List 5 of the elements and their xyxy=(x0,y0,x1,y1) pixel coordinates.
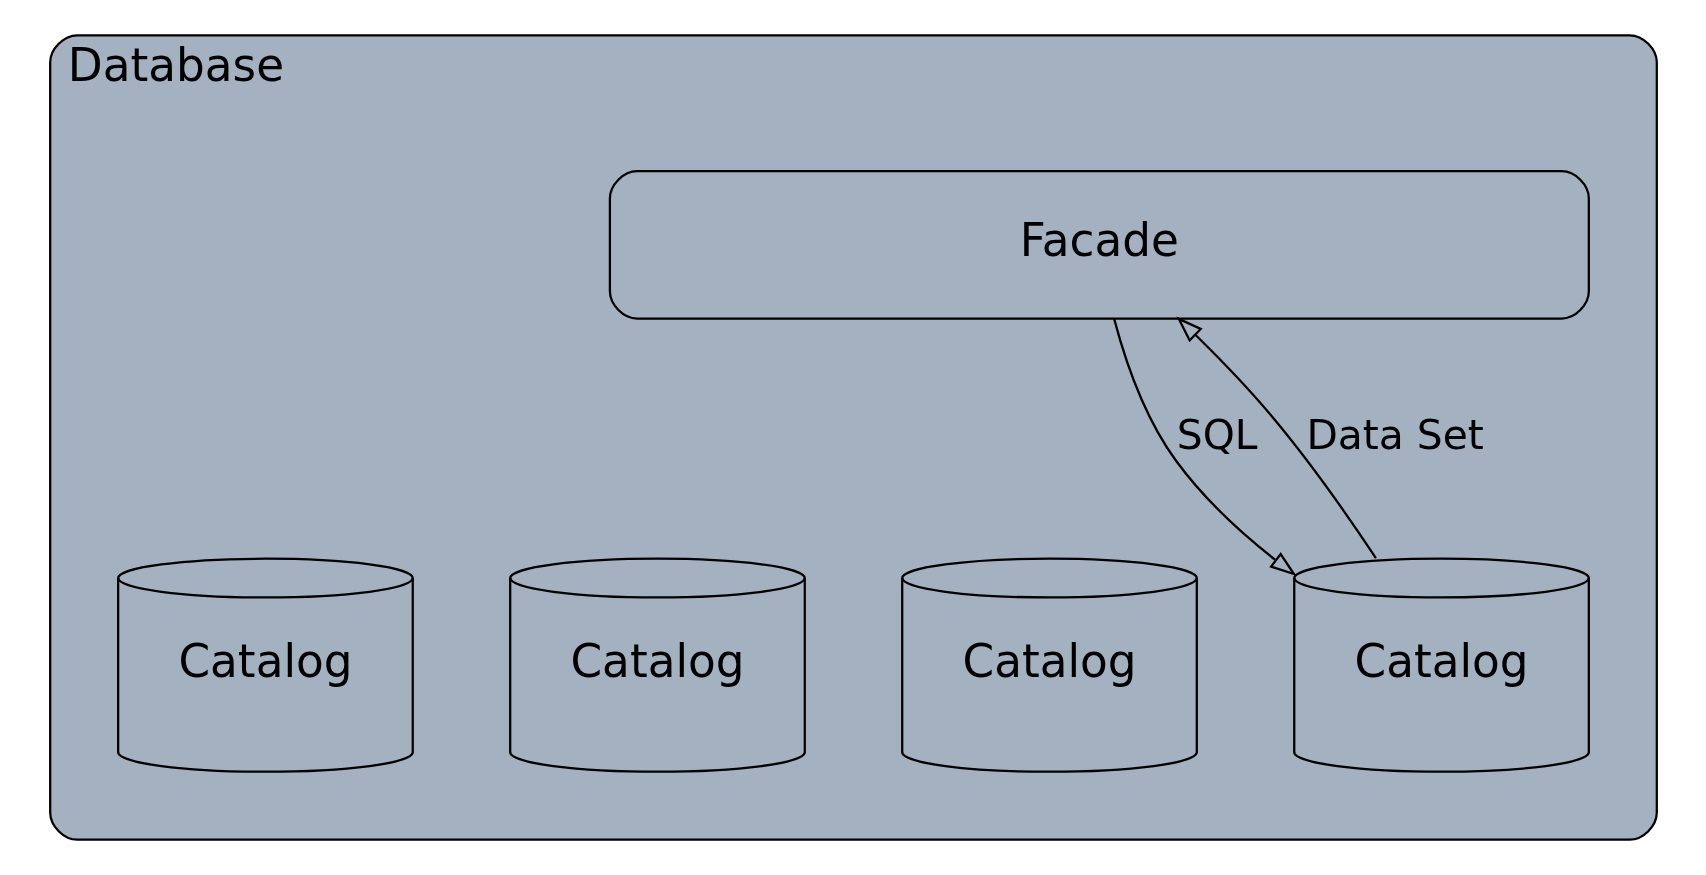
edge-label: Data Set xyxy=(1305,410,1484,459)
node-box: Facade xyxy=(608,170,1590,320)
arrow xyxy=(1175,316,1377,559)
arrow xyxy=(1112,318,1297,577)
edge-label: SQL xyxy=(1176,410,1258,459)
